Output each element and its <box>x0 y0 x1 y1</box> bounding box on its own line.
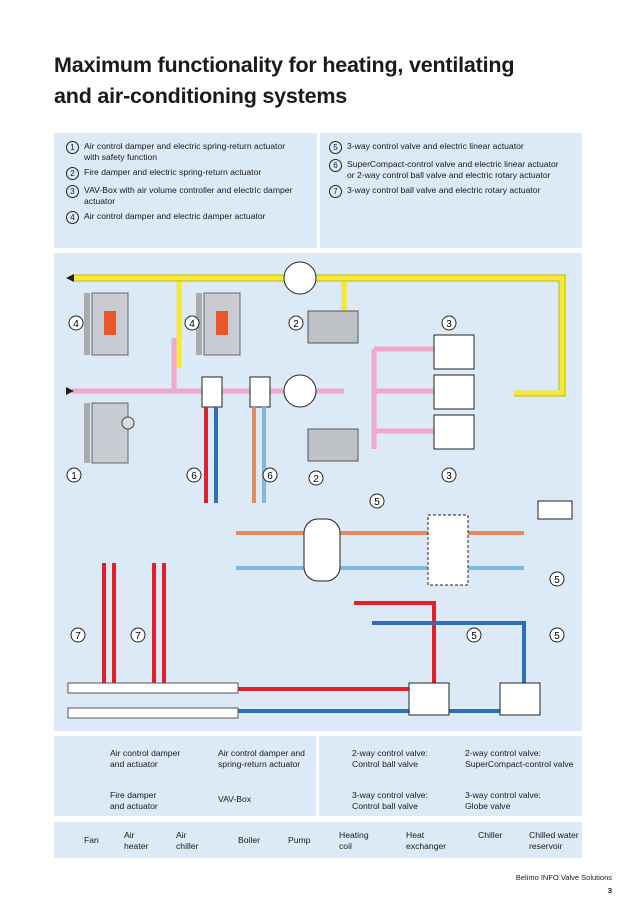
marker-circle <box>70 627 86 643</box>
marker-circle <box>549 571 565 587</box>
legend-damper-actuator: Air control damper and actuator <box>110 748 181 769</box>
vav-box-2 <box>433 374 475 410</box>
legend-fan: Fan <box>84 835 99 845</box>
marker-circle <box>130 627 146 643</box>
marker-circle <box>466 627 482 643</box>
legend-air-heater: Air heater <box>124 830 149 851</box>
marker-label: 7 <box>135 631 141 642</box>
legend-2way-ball: 2-way control valve: Control ball valve <box>352 748 428 769</box>
fire-damper-2b <box>307 428 359 462</box>
damper-1 <box>84 402 135 464</box>
legend-3way-globe: 3-way control valve: Globe valve <box>465 790 541 811</box>
legend-heat-exchanger: Heat exchanger <box>406 830 447 851</box>
marker-label: 7 <box>75 631 81 642</box>
marker-label: 6 <box>267 471 273 482</box>
marker-circle <box>441 467 457 483</box>
chilled-water-reservoir <box>303 518 341 582</box>
legend-chilled-water: Chilled water reservoir <box>529 830 579 851</box>
marker-label: 5 <box>471 631 477 642</box>
marker-label: 1 <box>71 471 77 482</box>
marker-label: 3 <box>446 471 452 482</box>
marker-label: 6 <box>191 471 197 482</box>
marker-label: 4 <box>189 319 195 330</box>
legend-2way-supercompact: 2-way control valve: SuperCompact-contro… <box>465 748 574 769</box>
marker-circle <box>184 315 200 331</box>
marker-label: 2 <box>313 474 319 485</box>
heat-exchanger <box>537 500 573 520</box>
page-number: 3 <box>607 886 612 895</box>
fire-damper-2a <box>307 310 359 344</box>
marker-label: 5 <box>554 575 560 586</box>
marker-label: 3 <box>446 319 452 330</box>
title-line-2: and air-conditioning systems <box>54 84 348 108</box>
legend-damper-spring: Air control damper and spring-return act… <box>218 748 305 769</box>
marker-label: 2 <box>293 319 299 330</box>
schematic-svg: 4 4 2 3 1 6 6 2 3 5 5 7 7 5 5 <box>66 261 573 719</box>
fan-icon <box>283 374 317 408</box>
supply-air-duct <box>72 275 565 396</box>
boiler-2 <box>499 682 541 716</box>
equipment-legend: Fan Air heater Air chiller Boiler Pump H… <box>54 822 582 858</box>
page-title: Maximum functionality for heating, venti… <box>54 50 594 112</box>
air-heater-coil <box>201 376 223 408</box>
damper-4b <box>196 292 241 356</box>
air-chiller-coil <box>249 376 271 408</box>
marker-circle <box>549 627 565 643</box>
marker-circle <box>308 470 324 486</box>
cold-water-header <box>67 707 239 719</box>
legend-boiler: Boiler <box>238 835 260 845</box>
symbol-legend: Air control damper and actuator Air cont… <box>54 736 582 816</box>
marker-circle <box>369 493 385 509</box>
vav-box-1 <box>433 334 475 370</box>
legend-3way-ball: 3-way control valve: Control ball valve <box>352 790 428 811</box>
arrow-right-icon <box>66 387 74 395</box>
boiler-1 <box>408 682 450 716</box>
arrow-left-icon <box>66 274 74 282</box>
legend-pump: Pump <box>288 835 311 845</box>
marker-label: 5 <box>374 497 380 508</box>
marker-label: 4 <box>73 319 79 330</box>
marker-circle <box>262 467 278 483</box>
title-line-1: Maximum functionality for heating, venti… <box>54 53 515 77</box>
marker-circle <box>66 467 82 483</box>
marker-circle <box>441 315 457 331</box>
legend-fire-damper: Fire damper and actuator <box>110 790 158 811</box>
hot-water-header <box>67 682 239 694</box>
legend-chiller: Chiller <box>478 830 503 840</box>
diagram-markers: 4 4 2 3 1 6 6 2 3 5 5 7 7 5 5 <box>66 315 565 643</box>
marker-label: 5 <box>554 631 560 642</box>
chiller-unit <box>427 514 469 586</box>
legend-vav-box: VAV-Box <box>218 794 252 804</box>
marker-circle <box>186 467 202 483</box>
fan-icon <box>283 261 317 295</box>
legend-air-chiller: Air chiller <box>176 830 199 851</box>
hvac-schematic: 4 4 2 3 1 6 6 2 3 5 5 7 7 5 5 <box>54 253 582 731</box>
marker-circle <box>68 315 84 331</box>
legend-heating-coil: Heating coil <box>339 830 369 851</box>
marker-circle <box>288 315 304 331</box>
vav-box-3 <box>433 414 475 450</box>
damper-4a <box>84 292 129 356</box>
footer-text: Belimo INFO Valve Solutions <box>515 873 612 882</box>
